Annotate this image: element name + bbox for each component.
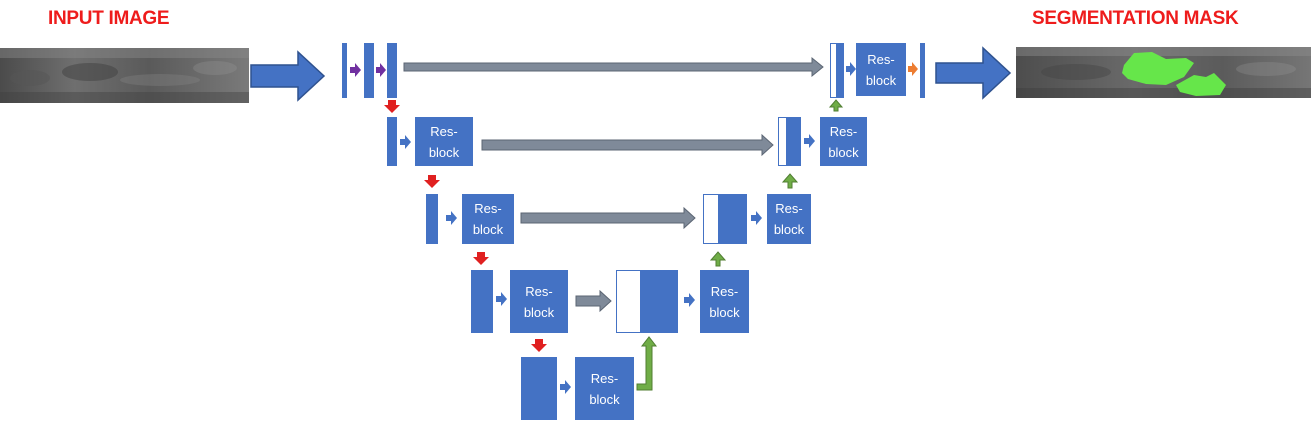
upsample-arrow-bottleneck xyxy=(636,336,658,391)
decoder-resblock-1: Res-block xyxy=(820,117,867,166)
conv-arrow-6 xyxy=(751,211,762,225)
input-image xyxy=(0,48,249,103)
input-feature-map-2 xyxy=(364,43,374,98)
conv-arrow-1 xyxy=(400,135,411,149)
output-arrow xyxy=(935,46,1012,100)
skip-arrow-level0 xyxy=(403,56,824,78)
segmentation-mask-title: SEGMENTATION MASK xyxy=(1032,8,1239,29)
skip-arrow-level2 xyxy=(520,206,696,230)
conv-arrow-4 xyxy=(560,380,571,394)
output-conv-arrow xyxy=(908,62,918,76)
decoder-resblock-3: Res-block xyxy=(700,270,749,333)
input-arrow xyxy=(250,50,326,102)
upsample-arrow-3 xyxy=(709,251,727,267)
downsample-arrow-1 xyxy=(384,100,400,113)
encoder-level1-feature-map xyxy=(387,117,397,166)
conv-arrow-3 xyxy=(496,292,507,306)
upsample-arrow-2 xyxy=(781,173,799,189)
bottleneck-resblock: Res-block xyxy=(575,357,634,420)
bottleneck-feature-map xyxy=(521,357,557,420)
input-feature-map-1 xyxy=(342,43,347,98)
downsample-arrow-4 xyxy=(531,339,547,352)
upsample-arrow-1 xyxy=(828,99,844,112)
input-conv-arrow-1 xyxy=(350,63,361,77)
mask-region-1 xyxy=(1122,52,1194,85)
conv-arrow-8 xyxy=(846,62,856,76)
encoder-level2-feature-map xyxy=(426,194,438,244)
skip-arrow-level3 xyxy=(575,289,612,313)
decoder-resblock-0: Res-block xyxy=(856,43,906,96)
conv-arrow-7 xyxy=(804,134,815,148)
conv-arrow-5 xyxy=(684,293,695,307)
decoder-resblock-2: Res-block xyxy=(767,194,811,244)
conv-arrow-2 xyxy=(446,211,457,225)
input-image-title: INPUT IMAGE xyxy=(48,8,170,29)
downsample-arrow-3 xyxy=(473,252,489,265)
decoder-level0-concat xyxy=(830,43,844,98)
decoder-level1-concat xyxy=(778,117,801,166)
encoder-resblock-3: Res-block xyxy=(510,270,568,333)
encoder-resblock-2: Res-block xyxy=(462,194,514,244)
downsample-arrow-2 xyxy=(424,175,440,188)
segmentation-mask-image xyxy=(1016,47,1311,98)
output-feature-map xyxy=(920,43,925,98)
mask-region-2 xyxy=(1176,73,1226,96)
decoder-level2-concat xyxy=(703,194,747,244)
input-conv-arrow-2 xyxy=(376,63,386,77)
encoder-level3-feature-map xyxy=(471,270,493,333)
skip-arrow-level1 xyxy=(481,133,774,157)
input-feature-map-3 xyxy=(387,43,397,98)
encoder-resblock-1: Res-block xyxy=(415,117,473,166)
decoder-level3-concat xyxy=(616,270,678,333)
